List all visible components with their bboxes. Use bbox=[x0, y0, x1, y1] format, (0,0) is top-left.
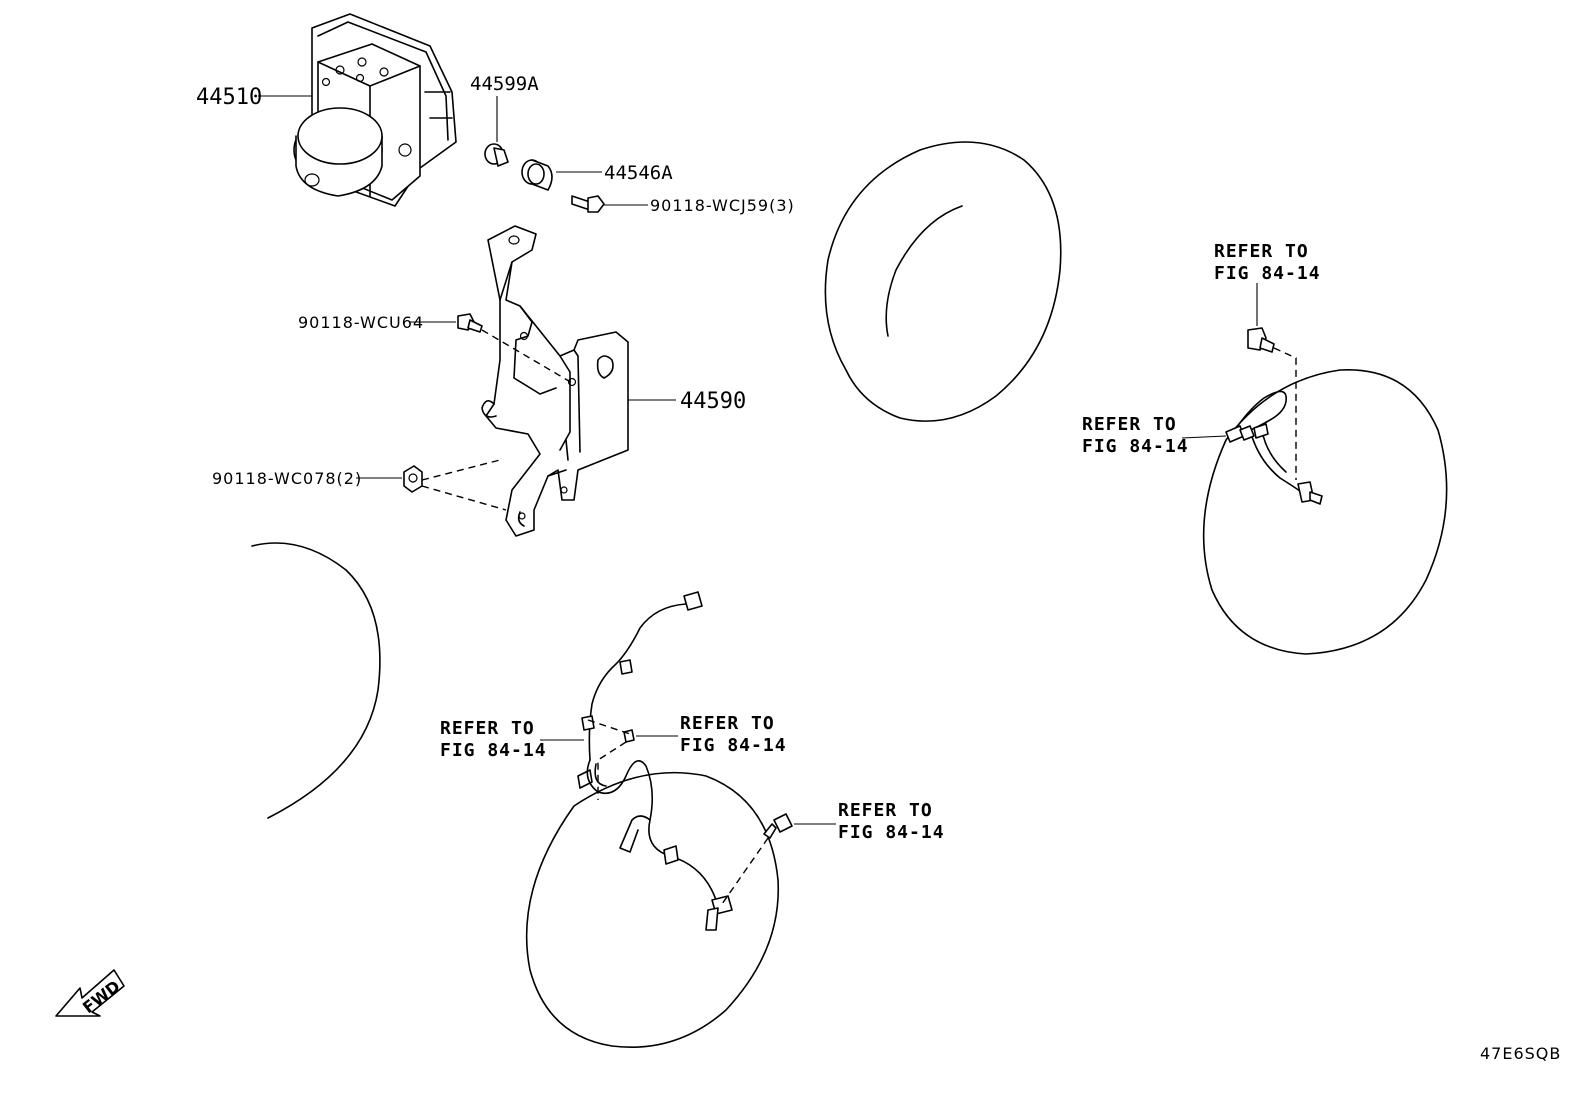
dash-rear bbox=[1273, 347, 1297, 480]
dash-wcu64 bbox=[481, 329, 575, 385]
leader-rear-sensor bbox=[1181, 435, 1227, 439]
rear-sensor-assembly[interactable] bbox=[1225, 390, 1323, 505]
dash-front-a bbox=[587, 719, 631, 800]
ref-front-right-line1[interactable]: REFER TO bbox=[680, 713, 775, 734]
tire-left-partial bbox=[251, 542, 381, 819]
ref-rear-bolt-line2[interactable]: FIG 84-14 bbox=[1214, 263, 1321, 284]
tire-bottom bbox=[525, 771, 780, 1049]
part-label-44590[interactable]: 44590 bbox=[680, 389, 746, 414]
ref-front-bolt-line1[interactable]: REFER TO bbox=[838, 800, 933, 821]
part-label-44546a[interactable]: 44546A bbox=[604, 162, 673, 184]
part-label-wcu64[interactable]: 90118-WCU64 bbox=[298, 313, 424, 332]
bolt-wcj59[interactable] bbox=[571, 195, 605, 213]
dash-front-b bbox=[721, 837, 769, 905]
fwd-arrow-icon: FWD bbox=[55, 969, 125, 1017]
part-label-44510[interactable]: 44510 bbox=[196, 85, 262, 110]
cushion-44599a[interactable] bbox=[484, 143, 509, 167]
bracket-44590[interactable] bbox=[481, 225, 629, 537]
ref-rear-bolt-line1[interactable]: REFER TO bbox=[1214, 241, 1309, 262]
ref-rear-sensor-line1[interactable]: REFER TO bbox=[1082, 414, 1177, 435]
cushion-44546a[interactable] bbox=[521, 159, 553, 191]
part-label-wc078[interactable]: 90118-WC078(2) bbox=[212, 469, 362, 488]
front-bolt-b[interactable] bbox=[763, 813, 793, 839]
dash-wc078 bbox=[421, 459, 507, 511]
tire-upper-center bbox=[824, 141, 1062, 422]
rear-bolt[interactable] bbox=[1247, 327, 1275, 353]
ref-front-left-line1[interactable]: REFER TO bbox=[440, 718, 535, 739]
drawing-code: 47E6SQB bbox=[1480, 1044, 1561, 1063]
front-sensor-harness[interactable] bbox=[577, 591, 733, 931]
actuator-assembly[interactable] bbox=[293, 13, 457, 207]
part-label-wcj59[interactable]: 90118-WCJ59(3) bbox=[650, 196, 795, 215]
ref-front-right-line2[interactable]: FIG 84-14 bbox=[680, 735, 787, 756]
nut-wc078[interactable] bbox=[403, 465, 423, 493]
bolt-wcu64[interactable] bbox=[457, 313, 483, 333]
part-label-44599a[interactable]: 44599A bbox=[470, 73, 539, 95]
ref-rear-sensor-line2[interactable]: FIG 84-14 bbox=[1082, 436, 1189, 457]
tire-right bbox=[1202, 369, 1448, 655]
ref-front-bolt-line2[interactable]: FIG 84-14 bbox=[838, 822, 945, 843]
ref-front-left-line2[interactable]: FIG 84-14 bbox=[440, 740, 547, 761]
